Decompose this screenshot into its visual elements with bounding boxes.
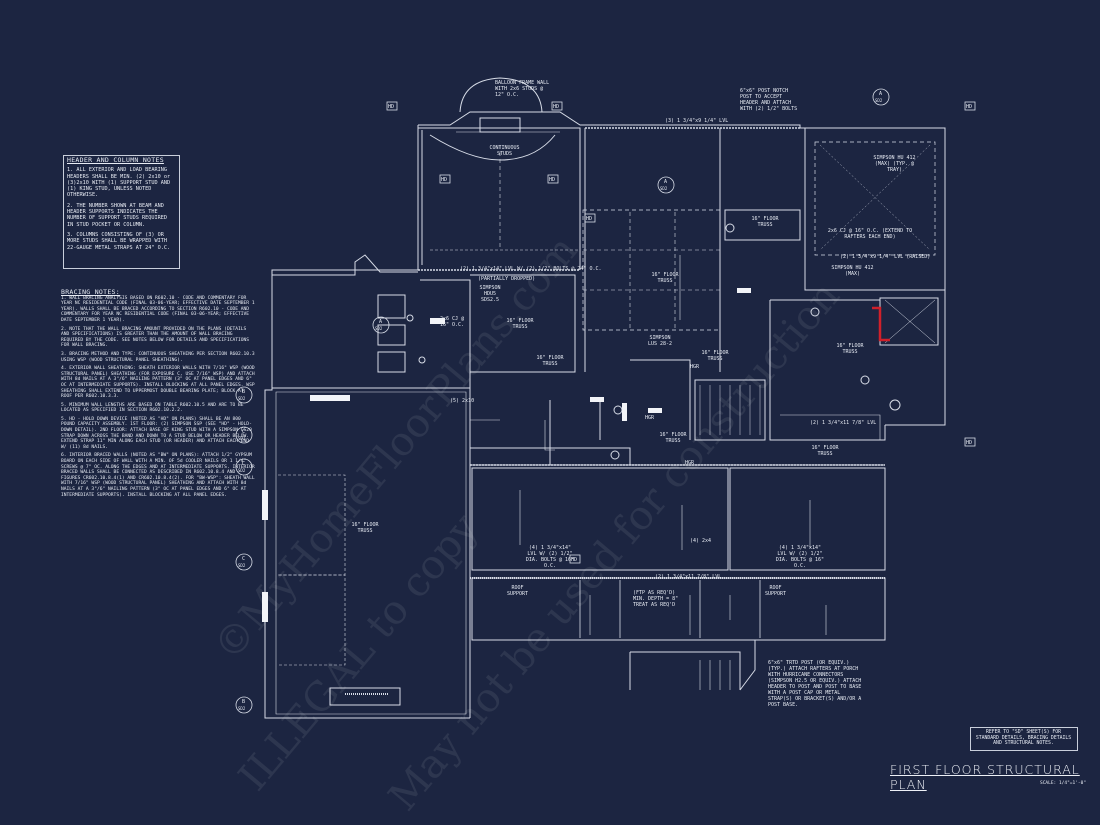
floor-truss-label-2: 16" FLOOR TRUSS — [506, 318, 534, 330]
detail-tag-b1: B — [242, 389, 246, 395]
continuous-studs-label: CONTINUOUS STUDS — [489, 145, 520, 157]
detail-tag-sd2-7: SD2 — [660, 186, 668, 191]
detail-tag-c1: C — [242, 429, 246, 435]
hgr-label-2: HGR — [645, 415, 655, 421]
bracing-note-5: 5. MINIMUM WALL LENGTHS ARE BASED ON TAB… — [61, 402, 244, 414]
header-notes-box — [63, 155, 180, 269]
detail-tag-sd2-4: SD2 — [238, 563, 246, 568]
detail-tag-a1: A — [379, 319, 383, 325]
detail-tag-sd2-8: SD2 — [875, 98, 883, 103]
floor-truss-label-8: 16" FLOOR TRUSS — [751, 216, 779, 228]
simpson-lus-label: SIMPSON LUS 28-2 — [647, 335, 673, 347]
detail-tag-a2: A — [664, 179, 668, 185]
bolts-24-label: (2) 1 3/4"x14" LVL W/ (2) 1/2" BOLTS @ 2… — [460, 266, 602, 272]
lvl-2x11-label: (2) 1 3/4"x11 7/8" LVL — [810, 420, 877, 426]
lvl-raised-label: (2) 1 3/4"x9 1/4" LVL (RAISED) — [840, 254, 931, 260]
lvl-11-label: (2) 1 3/4"x11 7/8" LVL — [655, 574, 722, 580]
floor-truss-label-6: 16" FLOOR TRUSS — [836, 343, 864, 355]
red-beam-mark — [872, 306, 890, 342]
reference-note: REFER TO "SD" SHEET(S) FOR STANDARD DETA… — [975, 730, 1072, 746]
hd-tag-7: HD — [966, 440, 973, 446]
floor-truss-label-1: 16" FLOOR TRUSS — [651, 272, 679, 284]
bracing-note-4: 4. EXTERIOR WALL SHEATHING: SHEATH EXTER… — [61, 366, 255, 400]
floor-truss-label-3: 16" FLOOR TRUSS — [536, 355, 564, 367]
balloon-wall-label: BALLOON FRAME WALL WITH 2x6 STUDS @ 12" … — [495, 80, 550, 98]
scale-label: SCALE: 1/4"=1'-0" — [1040, 781, 1087, 786]
cj-extend-label: 2x6 CJ @ 16" O.C. (EXTEND TO RAFTERS EAC… — [827, 228, 913, 240]
detail-tag-a3: A — [879, 91, 883, 97]
detail-tag-c2: C — [242, 461, 246, 467]
floor-truss-label-4: 16" FLOOR TRUSS — [659, 432, 687, 444]
bracing-note-7: 6. INTERIOR BRACED WALLS (NOTED AS "BW" … — [61, 453, 255, 498]
detail-tag-c3: C — [242, 556, 246, 562]
floor-truss-label-7: 16" FLOOR TRUSS — [701, 350, 729, 362]
hgr-label-3: HGR — [685, 460, 695, 466]
lvl-bolts-label-1: (4) 1 3/4"x14" LVL W/ (2) 1/2" DIA. BOLT… — [525, 545, 575, 569]
reference-note-box — [970, 727, 1078, 751]
roof-support-label-1: ROOF SUPPORT — [506, 585, 529, 597]
hd-tag-3: HD — [966, 104, 973, 110]
simpson-hdu5-label: SIMPSON HDU5 SDS2.5 — [479, 285, 501, 303]
hd-tag-1: HD — [388, 104, 395, 110]
header-note-2: 2. THE NUMBER SHOWN AT BEAM AND HEADER S… — [67, 202, 167, 228]
hd-tag-8: HD — [571, 557, 578, 563]
header-note-3: 3. COLUMNS CONSISTING OF (3) OR MORE STU… — [67, 231, 171, 251]
bracing-notes: BRACING NOTES: 1. WALL BRACING ANALYSIS … — [61, 288, 256, 498]
simpson-hu412-label: SIMPSON HU 412 (MAX) (TYP. @ TRAY) — [873, 155, 916, 173]
sheet-title: FIRST FLOOR STRUCTURAL PLAN — [890, 762, 1080, 792]
header-notes: HEADER AND COLUMN NOTES 1. ALL EXTERIOR … — [67, 157, 175, 251]
cj-2x6-label: 2x6 CJ @ 16" O.C. — [440, 316, 465, 328]
bracing-note-1: 1. WALL BRACING ANALYSIS BASED ON R602.1… — [61, 295, 255, 323]
detail-tag-sd2-1: SD2 — [238, 396, 246, 401]
hd-tag-4: HD — [441, 177, 448, 183]
detail-tag-sd2-5: SD2 — [238, 706, 246, 711]
lvl-top-label: (3) 1 3/4"x9 1/4" LVL — [665, 118, 729, 124]
hd-tag-6: HD — [586, 216, 593, 222]
detail-tag-sd2-2: SD2 — [238, 436, 246, 441]
roof-support-label-2: ROOF SUPPORT — [764, 585, 787, 597]
two-by-four-label: (4) 2x4 — [690, 538, 712, 544]
detail-tag-b2: B — [242, 699, 246, 705]
fb-label: (5) 2x10 — [450, 398, 475, 404]
header-note-1: 1. ALL EXTERIOR AND LOAD BEARING HEADERS… — [67, 167, 171, 199]
hd-tag-5: HD — [549, 177, 556, 183]
ftg-label: (FTP AS REQ'D) MIN. DEPTH = 8" TREAT AS … — [633, 590, 679, 608]
hd-tag-2: HD — [553, 104, 560, 110]
simpson-hu412-max-label: SIMPSON HU 412 (MAX) — [831, 265, 874, 277]
header-notes-title: HEADER AND COLUMN NOTES — [67, 156, 164, 164]
bracing-note-3: 3. BRACING METHOD AND TYPE: CONTINUOUS S… — [61, 351, 255, 363]
bracing-note-6: 5. HD - HOLD DOWN DEVICE (NOTED AS "HD" … — [61, 416, 252, 450]
bracing-note-2: 2. NOTE THAT THE WALL BRACING AMOUNT PRO… — [61, 326, 250, 349]
post-notch-label: 6"x6" POST NOTCH POST TO ACCEPT HEADER A… — [740, 88, 798, 112]
detail-tag-sd2-6: SD2 — [375, 326, 383, 331]
floor-truss-label-5: 16" FLOOR TRUSS — [351, 522, 379, 534]
bracing-notes-title: BRACING NOTES: — [61, 288, 120, 296]
floor-truss-label-9: 16" FLOOR TRUSS — [811, 445, 839, 457]
lvl-bolts-label-2: (4) 1 3/4"x14" LVL W/ (2) 1/2" DIA. BOLT… — [775, 545, 825, 569]
detail-tag-sd2-3: SD2 — [238, 468, 246, 473]
hd-tags — [386, 101, 976, 564]
hgr-label-1: HGR — [690, 364, 700, 370]
partially-dropped-label: (PARTIALLY DROPPED) — [478, 276, 536, 282]
post-note-label: 6"x6" TRTD POST (OR EQUIV.) (TYP.) ATTAC… — [768, 660, 862, 708]
